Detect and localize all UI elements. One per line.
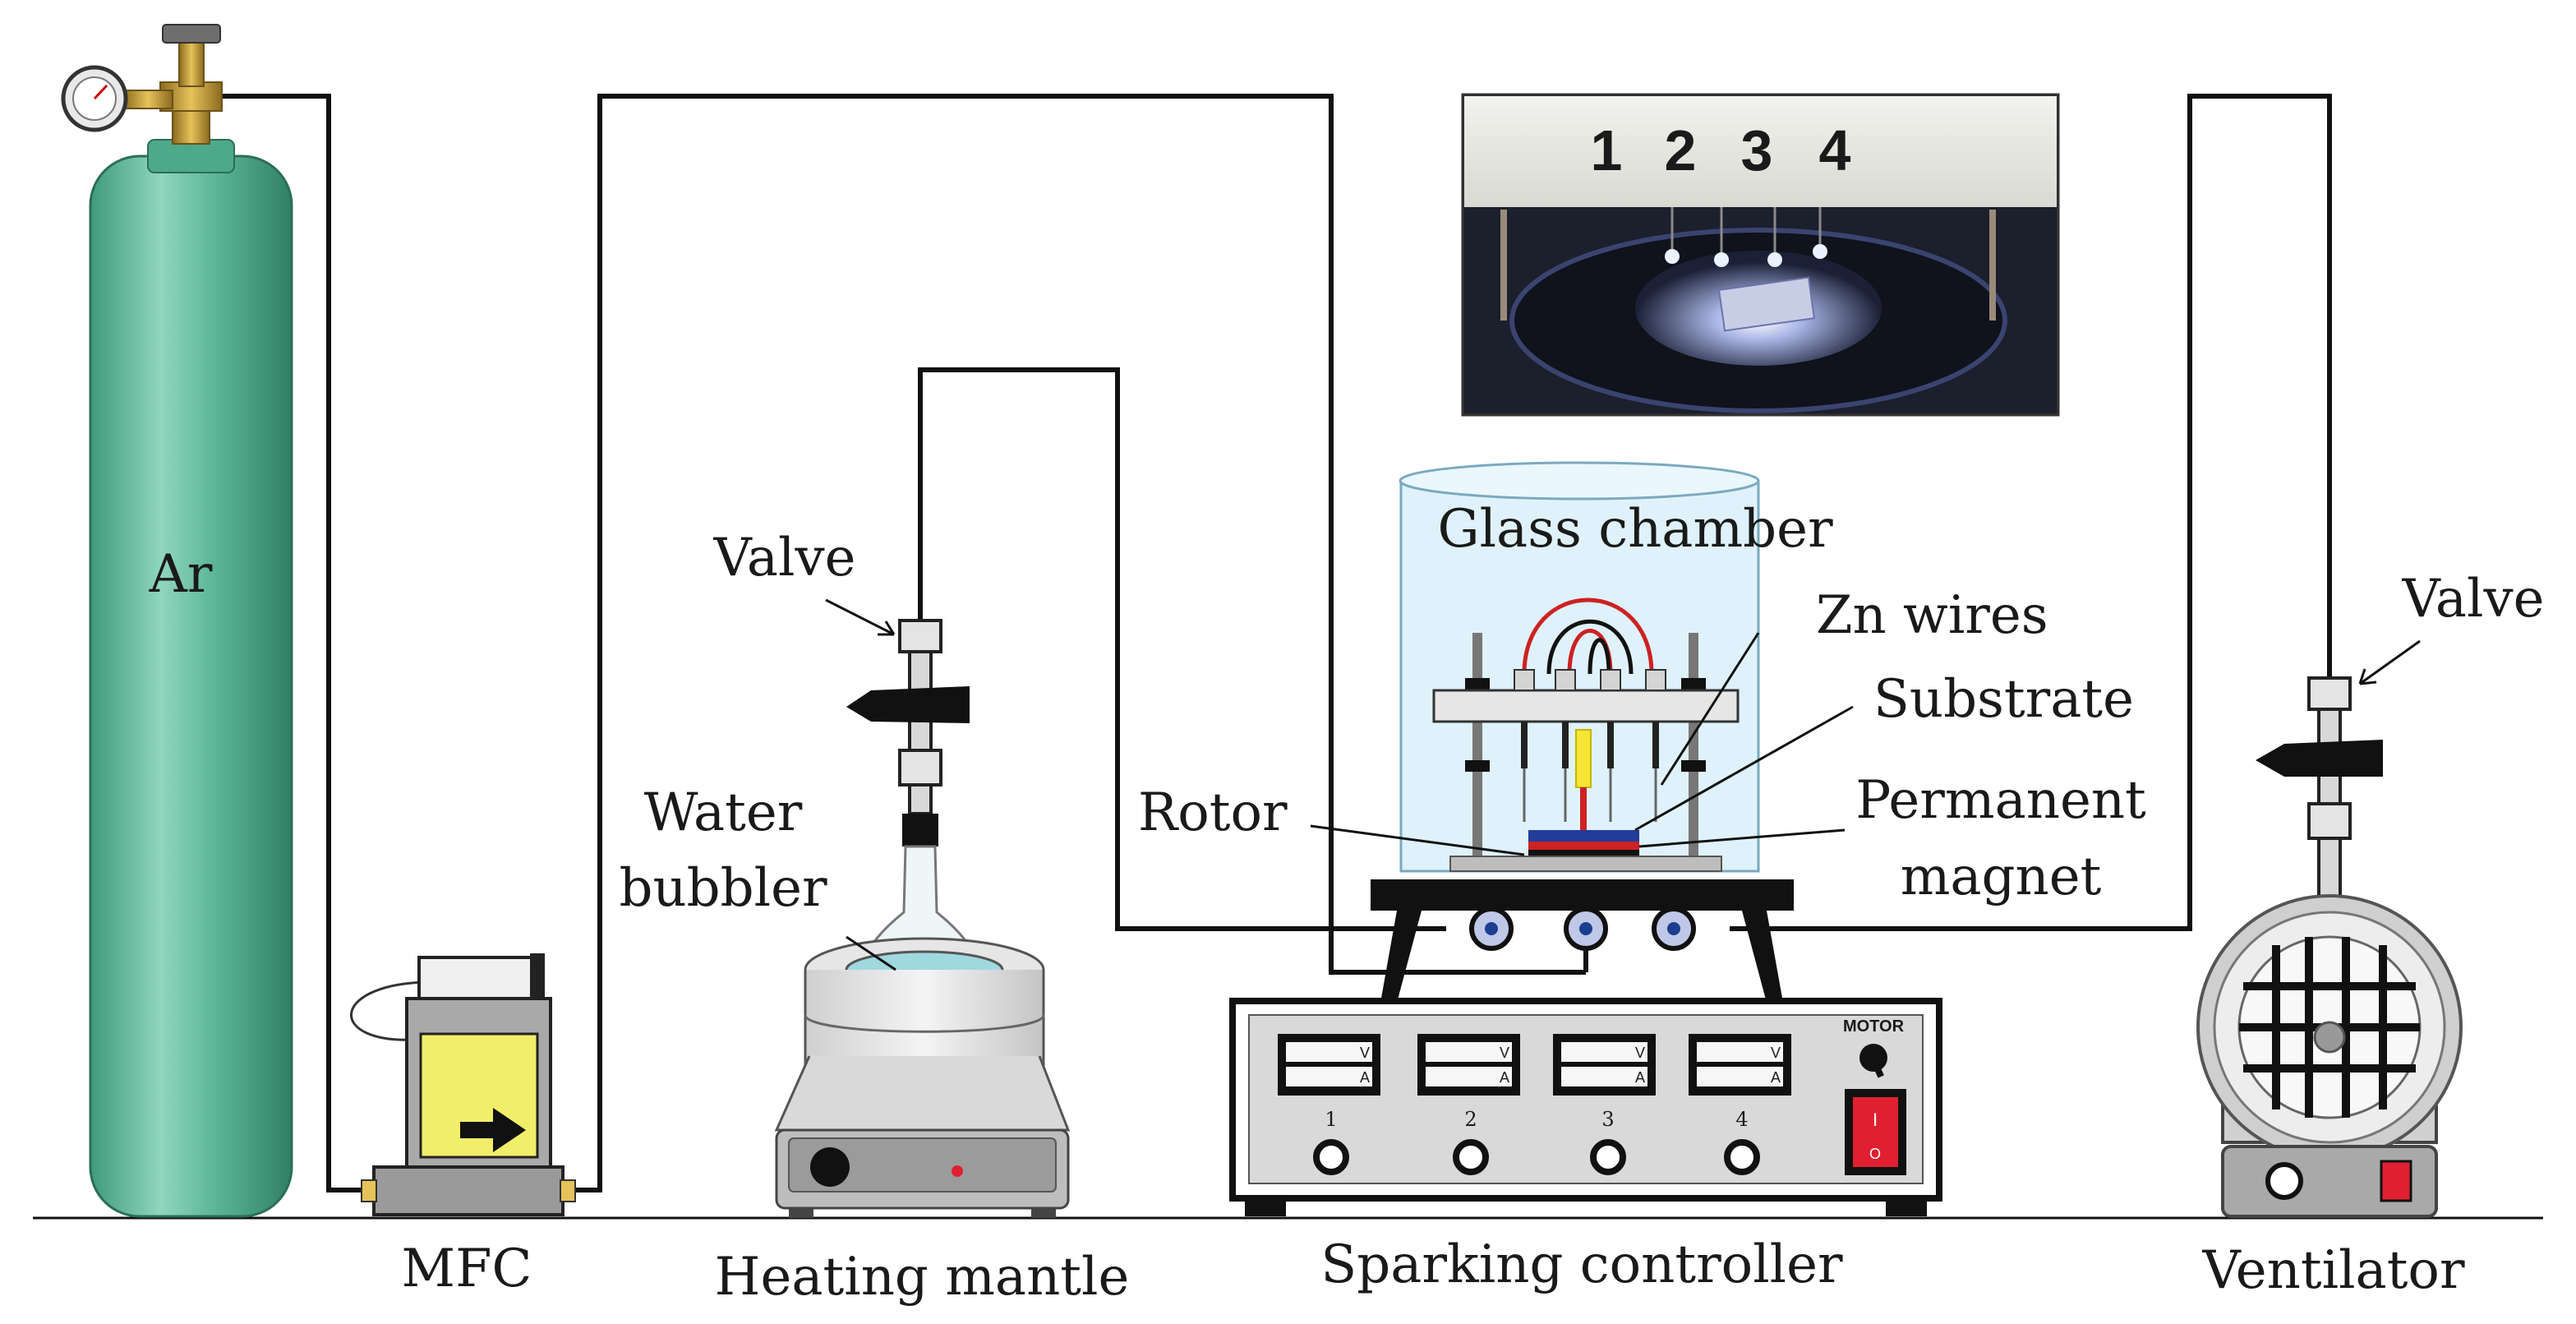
zn-wires-label: Zn wires: [1816, 585, 2048, 646]
stand-port-icon: [1469, 907, 1696, 951]
svg-text:2: 2: [1464, 1108, 1477, 1131]
valve-right-label: Valve: [2402, 569, 2545, 630]
svg-text:O: O: [1869, 1146, 1881, 1162]
substrate-label: Substrate: [1873, 669, 2134, 730]
ventilator-label: Ventilator: [2201, 1240, 2465, 1301]
heating-mantle: [774, 937, 1071, 1218]
mass-flow-controller: MFC: [350, 953, 576, 1299]
glass-chamber-label: Glass chamber: [1437, 499, 1833, 560]
svg-text:A: A: [1500, 1069, 1509, 1086]
flow-arrow-icon: [460, 1108, 526, 1152]
chamber-stand: [1371, 879, 1794, 1003]
argon-cylinder: Ar: [61, 24, 293, 1218]
water-bubbler-label-2: bubbler: [619, 858, 827, 919]
ventilator-dial-icon: [2265, 1162, 2303, 1200]
channel-knobs: 1 2 3 4: [1313, 1108, 1760, 1175]
svg-text:V: V: [1500, 1045, 1509, 1061]
argon-label: Ar: [149, 544, 213, 605]
valve-left-label: Valve: [713, 528, 856, 588]
valve-handle-icon: [2256, 740, 2383, 777]
svg-text:1: 1: [1591, 118, 1623, 182]
water-bubbler-label-1: Water: [644, 782, 803, 843]
motor-label: MOTOR: [1843, 1017, 1905, 1036]
motor-knob-icon: [1859, 1044, 1887, 1078]
rotor-label: Rotor: [1138, 782, 1288, 843]
svg-text:1: 1: [1325, 1108, 1337, 1131]
valve-left-pointer: [825, 598, 895, 636]
sparking-controller-label: Sparking controller: [1320, 1234, 1843, 1295]
heater-knob-icon: [810, 1147, 850, 1187]
svg-text:V: V: [1771, 1045, 1781, 1061]
fan-grille-icon: [2239, 937, 2420, 1118]
svg-text:A: A: [1771, 1069, 1781, 1086]
ventilator-switch-icon: [2380, 1160, 2412, 1202]
left-valve-assembly: [846, 619, 970, 847]
svg-text:2: 2: [1665, 118, 1697, 182]
heater-indicator-icon: [952, 1165, 963, 1177]
permanent-magnet-label-2: magnet: [1901, 847, 2102, 907]
sparking-controller: V A V A V A V A: [1229, 998, 1942, 1216]
mfc-label: MFC: [402, 1239, 532, 1299]
svg-text:A: A: [1635, 1069, 1645, 1086]
permanent-magnet-label-1: Permanent: [1855, 770, 2146, 831]
svg-text:V: V: [1635, 1045, 1645, 1061]
right-valve-assembly: [2256, 676, 2383, 906]
valve-handle-icon: [846, 686, 970, 723]
svg-text:I: I: [1873, 1109, 1878, 1130]
chamber-pointers: [1310, 632, 1854, 856]
heating-mantle-label: Heating mantle: [715, 1247, 1130, 1308]
valve-right-pointer: [2359, 639, 2421, 685]
photo-electrode-numbers: 1 2 3 4: [1591, 118, 1851, 182]
svg-text:3: 3: [1601, 1108, 1614, 1131]
bubbler-pointer: [846, 935, 896, 971]
electrode-photo: 1 2 3 4: [1461, 93, 2060, 417]
ventilator: [2196, 894, 2463, 1218]
svg-text:3: 3: [1741, 118, 1773, 182]
pressure-gauge-icon: [61, 65, 128, 132]
svg-text:4: 4: [1819, 118, 1851, 182]
electrode-holder: [1432, 597, 1740, 872]
svg-text:4: 4: [1735, 1108, 1748, 1131]
power-switch: I O: [1845, 1089, 1906, 1175]
gas-tubing: [205, 94, 2332, 1193]
svg-text:A: A: [1360, 1069, 1370, 1086]
channel-meters: V A V A V A V A: [1278, 1034, 1791, 1096]
svg-text:V: V: [1360, 1045, 1370, 1061]
